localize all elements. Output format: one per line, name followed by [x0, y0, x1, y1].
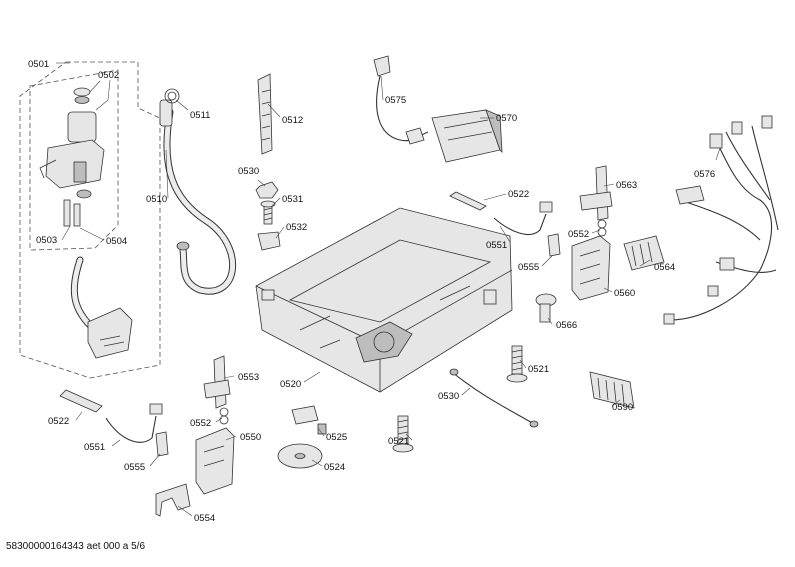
label-0521-upper: 0521: [528, 364, 549, 375]
bracket-0554: [155, 483, 191, 517]
screw-0521-lower: [392, 415, 414, 453]
control-module-0570: [431, 109, 503, 163]
clip-0555-left: [155, 431, 169, 457]
label-0566: 0566: [556, 320, 577, 331]
label-0504: 0504: [106, 236, 127, 247]
part-labels: 0501 0502 0503 0504 0510 0511 0512 0530 …: [28, 59, 715, 524]
label-0590: 0590: [612, 402, 633, 413]
label-0522-left: 0522: [48, 416, 69, 427]
label-0553: 0553: [238, 372, 259, 383]
sensor-cable-0551-right: [493, 201, 553, 235]
label-0511: 0511: [190, 110, 210, 121]
assembly-0501-boundary: [19, 61, 161, 379]
power-cable-0575: [373, 55, 429, 145]
label-0520: 0520: [280, 379, 301, 390]
nut-0530: [255, 181, 279, 199]
label-0531: 0531: [282, 194, 303, 205]
label-0530-lower: 0530: [438, 391, 459, 402]
label-0564: 0564: [654, 262, 675, 273]
label-0560: 0560: [614, 288, 635, 299]
clip-0555-right: [547, 233, 561, 257]
rail-0590: [589, 371, 635, 409]
label-0552-right: 0552: [568, 229, 589, 240]
spring-0552-left: [219, 407, 229, 425]
bracket-0553: [203, 355, 231, 409]
label-0524: 0524: [324, 462, 345, 473]
hose-assembly-0504: [70, 256, 133, 359]
rail-0522-left: [59, 389, 103, 413]
screw-0531: [260, 200, 276, 225]
connector-0525: [291, 405, 327, 435]
holder-0564: [623, 235, 665, 271]
cable-0530-lower: [449, 368, 539, 428]
label-0521-lower: 0521: [388, 436, 409, 447]
label-0525: 0525: [326, 432, 347, 443]
label-0555-right: 0555: [518, 262, 539, 273]
screw-0521-upper: [506, 345, 528, 383]
label-0502: 0502: [98, 70, 119, 81]
sensor-cable-0551-left: [105, 403, 163, 443]
spring-0552-right: [597, 219, 607, 237]
leader-lines: [56, 62, 721, 517]
label-0522-right: 0522: [508, 189, 529, 200]
label-0550: 0550: [240, 432, 261, 443]
bracket-0563: [579, 165, 613, 221]
label-0530-upper: 0530: [238, 166, 259, 177]
inlet-valve-0502: [39, 87, 105, 227]
label-0576: 0576: [694, 169, 715, 180]
label-0575: 0575: [385, 95, 406, 106]
label-0512: 0512: [282, 115, 303, 126]
label-0503: 0503: [36, 235, 57, 246]
label-0570: 0570: [496, 113, 517, 124]
drain-hose-0510: [159, 99, 236, 295]
rail-0522-right: [449, 191, 487, 211]
label-0554: 0554: [194, 513, 215, 524]
bracket-0550: [195, 427, 235, 495]
bracket-0512: [257, 73, 273, 155]
label-0552-left: 0552: [190, 418, 211, 429]
label-0563: 0563: [616, 180, 637, 191]
assembly-0504-inner-boundary: [29, 69, 119, 251]
base-tub-0520: [255, 207, 513, 393]
label-0532: 0532: [286, 222, 307, 233]
bracket-0560: [571, 235, 611, 301]
document-footer-id: 58300000164343 aet 000 a 5/6: [6, 541, 146, 552]
disc-0524: [277, 443, 323, 469]
hose-clamp-0511: [164, 88, 180, 104]
valve-0566: [535, 293, 557, 323]
label-0501: 0501: [28, 59, 49, 70]
label-0551-left: 0551: [84, 442, 105, 453]
foot-0532: [257, 231, 281, 251]
label-0555-left: 0555: [124, 462, 145, 473]
label-0510: 0510: [146, 194, 167, 205]
wiring-harness-0576: [663, 115, 779, 325]
label-0551-right: 0551: [486, 240, 507, 251]
